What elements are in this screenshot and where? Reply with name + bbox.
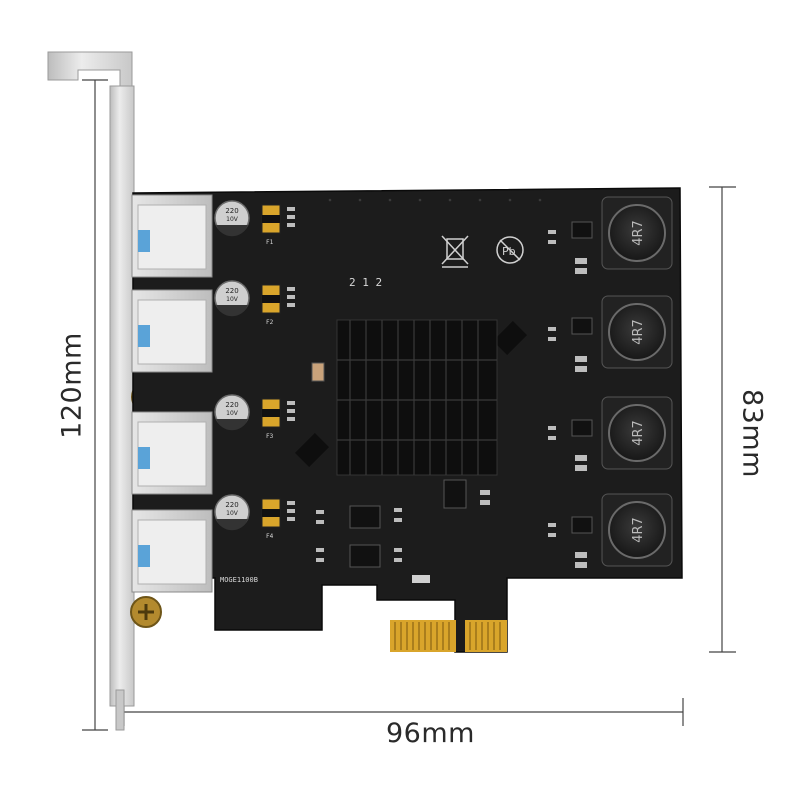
ic-chip — [349, 479, 467, 568]
inductor: 4R7 — [601, 196, 673, 270]
svg-text:F1: F1 — [266, 239, 274, 246]
capacitor-group: 220 10V F3 — [214, 394, 281, 440]
board-marking: 2 1 2 — [349, 276, 382, 289]
svg-text:4R7: 4R7 — [631, 420, 646, 446]
svg-text:10V: 10V — [226, 216, 239, 223]
usb-port — [131, 509, 213, 593]
pcie-gold-fingers — [390, 620, 507, 652]
svg-text:220: 220 — [225, 287, 238, 295]
svg-text:220: 220 — [225, 401, 238, 409]
heatsink — [295, 319, 527, 476]
pb-free-icon: Pb — [496, 236, 524, 264]
svg-text:10V: 10V — [226, 296, 239, 303]
inductor: 4R7 — [601, 396, 673, 470]
model-label: MOGE1100B — [220, 576, 258, 584]
height-dimension-label: 120mm — [56, 332, 88, 439]
weee-bin-icon — [441, 235, 469, 268]
svg-text:4R7: 4R7 — [631, 517, 646, 543]
capacitor-group: 220 10V F2 — [214, 280, 281, 326]
inductor: 4R7 — [601, 493, 673, 567]
svg-text:220: 220 — [225, 501, 238, 509]
width-dimension-label: 96mm — [386, 718, 475, 749]
svg-text:F2: F2 — [266, 319, 274, 326]
svg-text:10V: 10V — [226, 410, 239, 417]
capacitor-group: 220 10V F1 — [214, 200, 281, 246]
usb-port — [131, 411, 213, 495]
svg-text:F3: F3 — [266, 433, 274, 440]
usb-port — [131, 194, 213, 278]
usb-port — [131, 289, 213, 373]
svg-text:4R7: 4R7 — [631, 220, 646, 246]
svg-text:4R7: 4R7 — [631, 319, 646, 345]
inductor: 4R7 — [601, 295, 673, 369]
pcb-height-dimension-label: 83mm — [736, 389, 768, 478]
svg-text:Pb: Pb — [502, 245, 516, 258]
crystal-oscillator — [311, 362, 325, 382]
dimension-lines — [82, 79, 736, 731]
capacitor-group: 220 10V F4 — [214, 494, 281, 540]
svg-text:10V: 10V — [226, 510, 239, 517]
svg-text:220: 220 — [225, 207, 238, 215]
svg-text:F4: F4 — [266, 533, 274, 540]
